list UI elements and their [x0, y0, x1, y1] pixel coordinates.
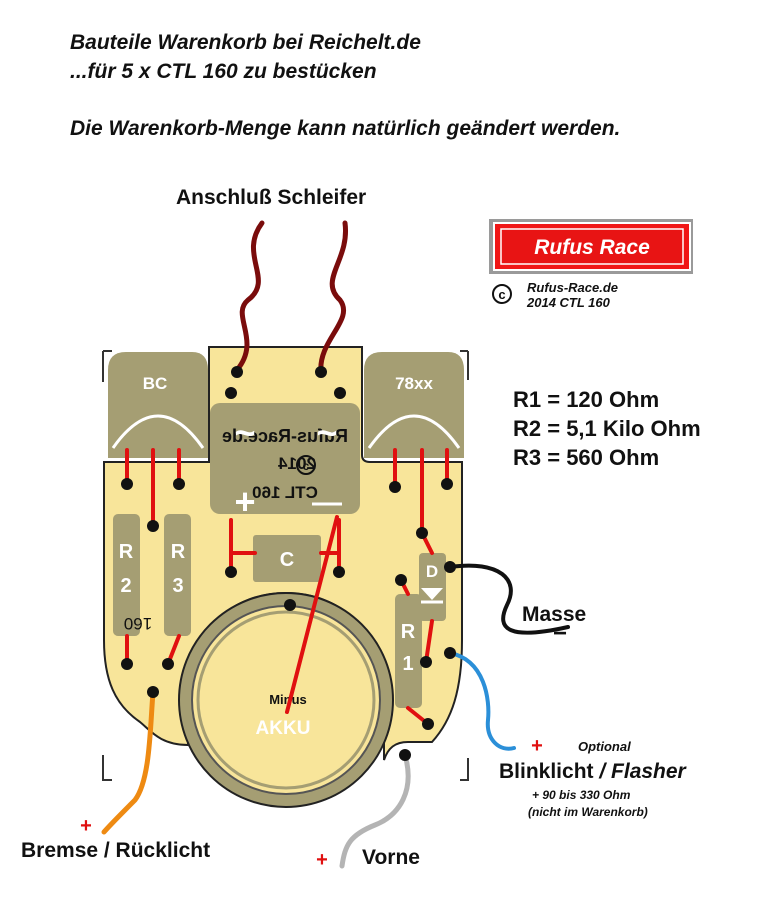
masse-label: Masse — [522, 603, 587, 626]
transistor-label: BC — [143, 374, 168, 393]
wire-minus-battery — [285, 515, 339, 714]
rectifier-bridge — [210, 403, 360, 514]
front-plus-icon: + — [316, 849, 328, 871]
wire-brake — [101, 689, 156, 835]
pcb-number-label: 160 — [124, 614, 152, 633]
logo-site-text: Rufus-Race.de — [527, 280, 618, 295]
wire-slider-right — [318, 220, 349, 375]
flasher-label: Blinklicht / Flasher — [499, 760, 686, 784]
wire-front — [339, 752, 411, 869]
transistor-bc: BC — [108, 352, 208, 458]
flasher-label-de: Blinklicht — [499, 760, 594, 783]
r2-label-r: R — [119, 541, 134, 563]
header-line-3: Die Warenkorb-Menge kann natürlich geänd… — [70, 117, 621, 140]
bridge-copyright-glyph: c — [303, 459, 310, 473]
resistor-value-r3: R3 = 560 Ohm — [513, 445, 660, 470]
battery-minus-label: Minus — [269, 692, 307, 707]
bridge-plus: + — [234, 481, 255, 522]
bridge-copyright-icon — [296, 455, 316, 475]
diode-symbol-icon — [421, 588, 443, 600]
r3-label-r: R — [171, 541, 186, 563]
r1-label-r: R — [401, 621, 416, 643]
copyright-icon — [492, 284, 512, 304]
bridge-ac-left: ~ — [234, 412, 255, 453]
wire-slider-left — [234, 220, 265, 373]
resistor-r3 — [164, 514, 191, 636]
resistor-value-r2: R2 = 5,1 Kilo Ohm — [513, 416, 701, 441]
flasher-label-sep: / — [593, 760, 612, 783]
front-label: Vorne — [362, 846, 420, 869]
rufus-race-logo: Rufus Race — [489, 219, 693, 274]
bridge-minus: — — [312, 486, 342, 519]
optional-label: Optional — [578, 739, 631, 754]
resistor-value-r1: R1 = 120 Ohm — [513, 387, 660, 412]
voltage-regulator-78xx: 78xx — [364, 352, 464, 458]
corner-marks — [102, 350, 469, 781]
flasher-plus-icon: + — [531, 735, 543, 757]
wire-masse — [448, 563, 570, 635]
copyright-glyph: c — [498, 287, 505, 302]
battery-akku: Minus AKKU — [178, 592, 394, 808]
masse-minus-sign: − — [553, 620, 568, 647]
bridge-label-name: Rufus-Race.de — [222, 426, 348, 446]
flasher-note-1: + 90 bis 330 Ohm — [532, 788, 631, 802]
resistor-r1 — [395, 594, 422, 708]
brake-plus-icon: + — [80, 815, 92, 837]
r3-label-num: 3 — [172, 575, 183, 597]
bridge-label-model: CTL 160 — [252, 483, 318, 502]
brake-label: Bremse / Rücklicht — [21, 839, 211, 862]
logo-brand-text: Rufus Race — [534, 236, 650, 259]
solder-pads — [121, 366, 456, 761]
logo-year-text: 2014 CTL 160 — [526, 295, 611, 310]
r1-label-num: 1 — [402, 653, 413, 675]
connector-label: Anschluß Schleifer — [176, 186, 367, 209]
header-line-2: ...für 5 x CTL 160 zu bestücken — [70, 60, 377, 83]
capacitor — [253, 535, 321, 582]
r2-label-num: 2 — [120, 575, 131, 597]
battery-label: AKKU — [256, 718, 311, 739]
diode-label: D — [426, 562, 438, 581]
regulator-label: 78xx — [395, 374, 433, 393]
capacitor-label: C — [280, 549, 294, 571]
flasher-note-2: (nicht im Warenkorb) — [528, 805, 648, 819]
diode — [419, 553, 446, 621]
resistor-r2 — [113, 514, 140, 636]
wire-flasher — [448, 651, 516, 751]
bridge-ac-right: ~ — [316, 412, 337, 453]
flasher-label-en: Flasher — [611, 760, 686, 783]
header-line-1: Bauteile Warenkorb bei Reichelt.de — [70, 31, 421, 54]
